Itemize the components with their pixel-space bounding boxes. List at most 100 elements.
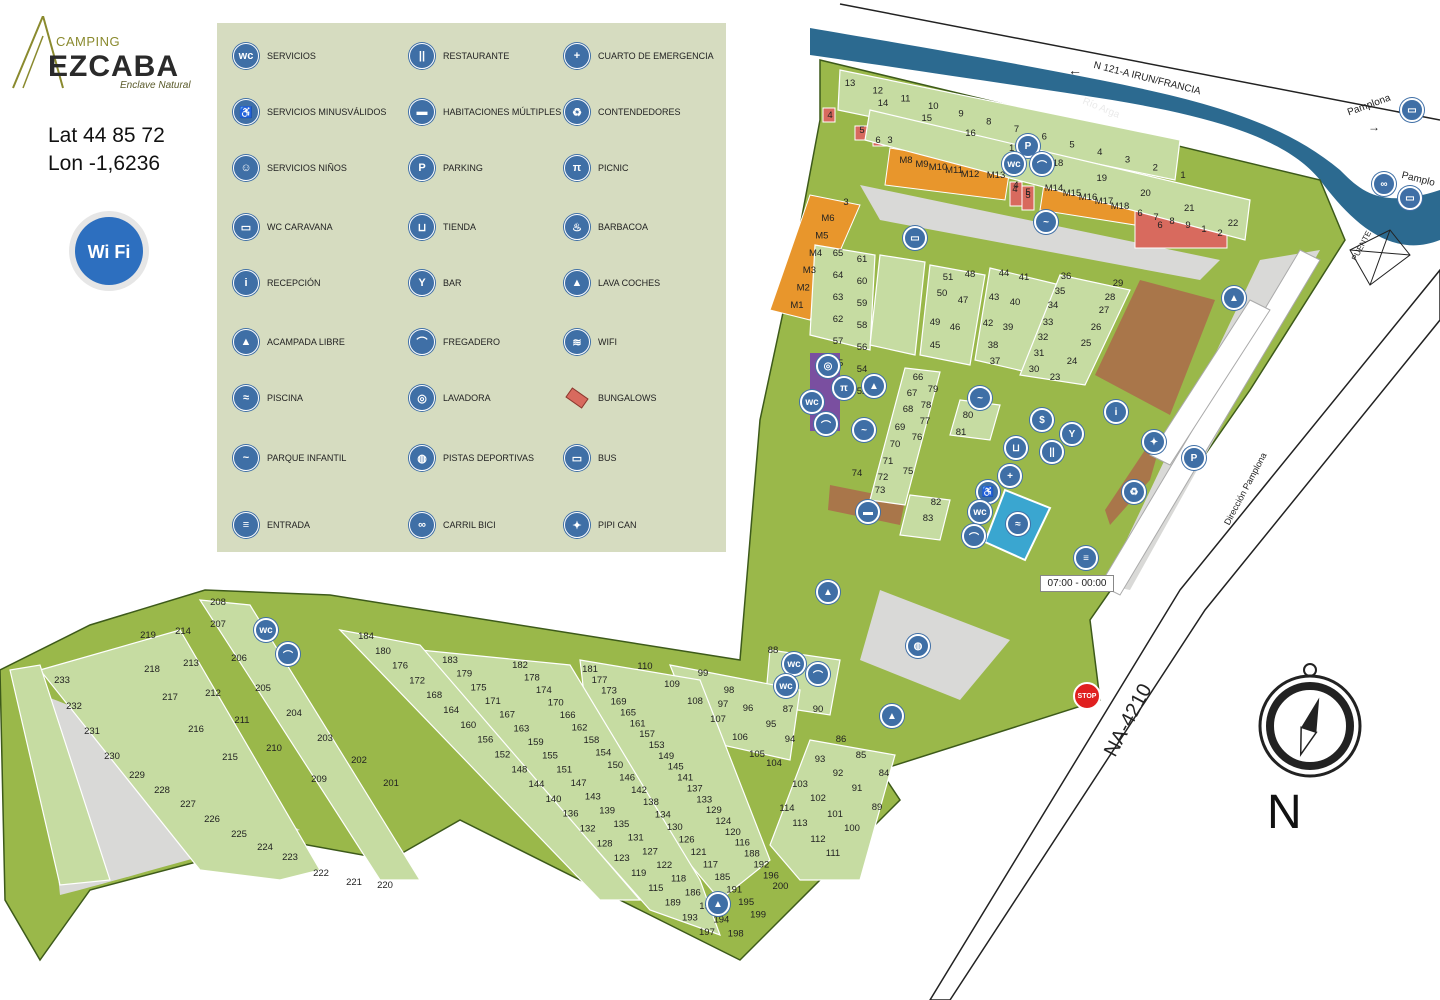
bungalow-number: 5: [1025, 187, 1030, 198]
carwash-icon: ▲: [564, 270, 590, 296]
plot-number: 85: [856, 750, 867, 761]
plot-number: 65: [833, 248, 844, 259]
plot-number: 5: [1069, 139, 1074, 150]
plot-number: 73: [875, 485, 886, 496]
river: [810, 28, 1440, 246]
wc-icon: wc: [968, 500, 992, 524]
legend-label: HABITACIONES MÚLTIPLES: [443, 107, 562, 117]
legend-label: BUNGALOWS: [598, 393, 657, 403]
plot-number: 222: [313, 868, 329, 879]
plot-number: 131: [628, 833, 644, 844]
playground-icon: ~: [852, 418, 876, 442]
bungalow-number: 6: [1137, 208, 1142, 219]
plot-number: 176: [392, 661, 408, 672]
plot-number: 100: [844, 823, 860, 834]
info-icon: i: [1104, 400, 1128, 424]
caravan-wc-icon: ▭: [233, 214, 259, 240]
plot-number: 21: [1184, 203, 1195, 214]
plot-number: 116: [735, 838, 750, 849]
legend-item: ▬HABITACIONES MÚLTIPLES: [409, 97, 561, 127]
tent-icon: ▲: [706, 892, 730, 916]
plot-number: 95: [766, 719, 777, 730]
plot-number: 16: [965, 128, 976, 139]
plot-number: 25: [1081, 338, 1092, 349]
legend-item: ≈PISCINA: [233, 383, 303, 413]
legend-item: ☺SERVICIOS NIÑOS: [233, 153, 347, 183]
sink-icon: ⌒: [1030, 152, 1054, 176]
opening-hours: 07:00 - 00:00: [1040, 575, 1114, 592]
bungalow-number: 8: [1169, 216, 1174, 227]
plot-number: 93: [815, 754, 826, 765]
plot-number: 183: [442, 655, 458, 666]
plot-number: 228: [154, 785, 170, 796]
legend-label: PARQUE INFANTIL: [267, 453, 347, 463]
plot-number: 121: [691, 847, 707, 858]
latitude: Lat 44 85 72: [48, 124, 165, 147]
plot-number: 14: [878, 98, 889, 109]
plot-number: 127: [642, 846, 658, 857]
legend-item: ⊔TIENDA: [409, 212, 476, 242]
cart-icon: ⊔: [1004, 436, 1028, 460]
first-aid-icon: +: [564, 43, 590, 69]
plot-blocks: [9, 69, 1251, 936]
plot-number: 22: [1228, 218, 1239, 229]
plot-number: 88: [768, 645, 779, 656]
entrance-icon: ≡: [233, 512, 259, 538]
parking-rows: [1099, 249, 1321, 596]
sink-icon: ⌒: [409, 329, 435, 355]
plot-number: 57: [833, 336, 844, 347]
plot-number: 186: [685, 887, 701, 898]
pool-icon: ≈: [233, 385, 259, 411]
plot-number: 191: [726, 885, 742, 896]
legend-label: ACAMPADA LIBRE: [267, 337, 345, 347]
plot-number: 81: [956, 427, 967, 438]
bungalow-number: M13: [987, 170, 1005, 181]
plot-number: 3: [1125, 155, 1130, 166]
plot-number: 195: [738, 897, 754, 908]
bungalow-number: M9: [915, 159, 928, 170]
plot-number: 2: [1153, 162, 1158, 173]
plot-number: 113: [792, 818, 807, 829]
wc-icon: wc: [774, 674, 798, 698]
plot-number: 87: [783, 704, 794, 715]
plot-number: 28: [1105, 292, 1116, 303]
bungalow-number: M4: [809, 248, 822, 259]
plot-number: 91: [852, 783, 863, 794]
plot-number: 124: [715, 816, 731, 827]
plot-number: 178: [524, 672, 540, 683]
wc-icon: wc: [1002, 152, 1026, 176]
plot-number: 27: [1099, 305, 1110, 316]
plot-number: 192: [753, 859, 769, 870]
legend-label: WIFI: [598, 337, 617, 347]
north-label: N: [1267, 786, 1302, 839]
first-aid-icon: +: [998, 464, 1022, 488]
tent-icon: ▲: [816, 580, 840, 604]
parking-icon: P: [1182, 446, 1206, 470]
wifi-badge-text: Wi Fi: [88, 242, 131, 262]
plot-number: 68: [903, 404, 914, 415]
bike-icon: ∞: [409, 512, 435, 538]
plot-number: 216: [188, 724, 204, 735]
bungalow-number: 4: [827, 110, 832, 121]
legend-label: LAVADORA: [443, 393, 491, 403]
plot-number: 40: [1010, 297, 1021, 308]
plot-number: 227: [180, 799, 196, 810]
plot-number: 74: [852, 468, 863, 479]
bungalow-number: 5: [859, 125, 864, 136]
plot-number: 226: [204, 814, 220, 825]
plot-number: 155: [542, 751, 558, 762]
plot-number: 98: [724, 685, 735, 696]
logo-tagline: Enclave Natural: [120, 80, 191, 91]
plot-number: 220: [377, 880, 393, 891]
plot-number: 148: [511, 764, 527, 775]
plot-number: 225: [231, 829, 247, 840]
plot-number: 135: [613, 819, 629, 830]
wc-icon: wc: [254, 618, 278, 642]
plot-number: 34: [1048, 300, 1059, 311]
plot-number: 67: [907, 388, 918, 399]
sink-icon: ⌒: [814, 412, 838, 436]
legend-label: PARKING: [443, 163, 483, 173]
